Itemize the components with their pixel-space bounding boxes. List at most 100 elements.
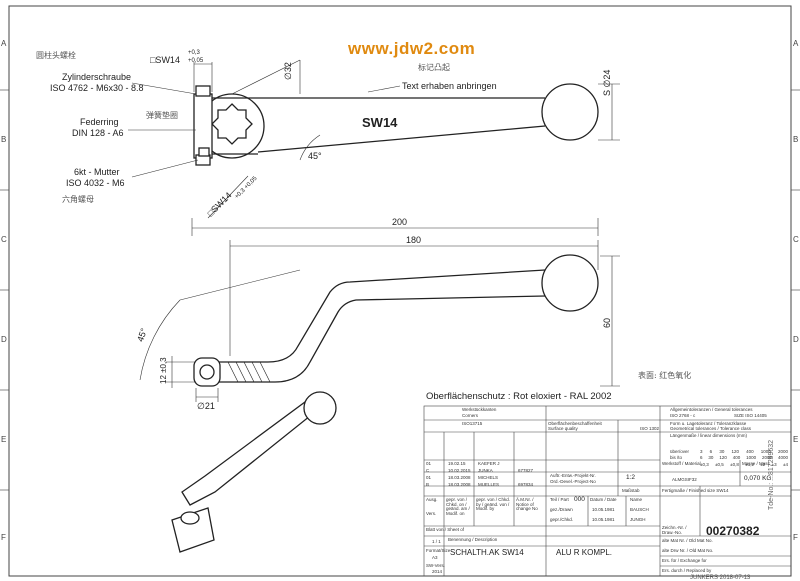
tb-over-val: 400 [746,449,754,454]
edge-letter-e: E [1,435,7,444]
tb-scale-label: Maßstab [622,488,640,493]
dim-dia32: ∅32 [283,62,293,80]
edge-letter-a-right: A [793,39,799,48]
tb-drawn: gez./Drawn [550,507,573,512]
tb-lin-dim: Längenmaße / linear dimensions (mm) [670,433,748,438]
tb-upto-val: 400 [732,455,741,460]
side-arm-bottom [200,295,546,383]
callout-sw-top-tol-up: +0,3 [188,50,200,56]
tb-iso2768: ISO 2768 - c [670,413,696,418]
tb-iso1302: ISO 1302 [640,426,660,431]
callout-sw-top: □SW14 [150,55,180,65]
tb-upto-val: 1000 [746,455,757,460]
tb-part-label: Teil / Part [550,497,569,502]
tb-sheet-label: Blatt von / Sheet of [426,527,465,532]
note-emboss: 标记凸起 [418,63,450,72]
tb-tol-val: ±0,3 [700,462,709,467]
tb-bottom-stamp: JUNKERS 2018-07-13 [690,575,751,581]
tb-workpiece-edges: Werkstückkanten [462,407,497,412]
tb-rev: C [426,468,430,473]
note-hex-nut: 六角螺母 [62,195,94,204]
tb-mass: 0,070 KG [744,475,772,482]
dim-dia21: ∅21 [197,401,215,411]
tb-format-label: Format/Size [426,548,451,553]
side-view [193,254,599,387]
tb-replace: Ers. für / Exchange for [662,558,707,563]
tb-designation: SCHALTH.AK SW14 [450,548,524,557]
note-spring-washer: 弹簧垫圈 [146,111,178,120]
top-arm-outline [257,97,546,153]
tb-designation-label: Benennung / Description [448,537,498,542]
tb-tol-val: ±0,5 [715,462,724,467]
dim-length180: 180 [406,235,422,245]
tb-checked: gepr./Chkd. [550,517,574,522]
tb-upto: bis /to [670,455,683,460]
callout-nut-spec: ISO 4032 - M6 [66,178,125,188]
tb-rev-no: 677827 [518,468,534,473]
edge-letter-c-right: C [793,235,799,244]
tb-rev-date: 10.02.2015 [448,468,471,473]
tb-drawn-name: BAUSCH [630,507,649,512]
edge-letter-f: F [1,533,6,542]
tb-material-label: Werkstoff / Material [662,461,701,466]
tb-date-label: Datum / Date [590,497,617,502]
callout-sw-top-tol-lo: +0,05 [188,58,204,64]
tb-finished: Fertigmaße / Finished size SW14 [662,488,729,493]
edge-letter-d-right: D [793,335,799,344]
callout-cylinder-screw-spec: ISO 4762 - M6x30 - 8.8 [50,83,144,93]
tb-geom-tol: Geometrical tolerances / Tolerance class [670,426,751,431]
tb-over-val: 30 [719,449,725,454]
tb-rev-name: KAEFER J [478,461,500,466]
tb-change-no: Ä.M.Nr. / Notice of change No [516,497,538,511]
side-arm-top [200,269,546,363]
tb-format: A3 [432,555,438,560]
dim-angle45-top: 45° [308,151,322,161]
tb-rev-name: MICHELS [478,475,499,480]
tb-sheet: 1 / 1 [432,539,441,544]
side-ball [541,254,599,312]
edge-letter-c: C [1,235,7,244]
tb-mass-label: Masse / Mass [742,461,770,466]
tb-upto-val: 120 [719,455,727,460]
note-surface: 表面: 红色氧化 [638,371,692,380]
tb-rev: 01 [426,475,432,480]
note-cylinder-bolt: 圆柱头螺栓 [36,51,76,60]
tb-name-label: Name [630,497,643,502]
tb-over-val: 3 [700,449,703,454]
tb-upto-val: 4000 [777,455,788,460]
tb-replaced: Ers. durch / Replaced by [662,568,712,573]
tb-over-val: 2000 [777,449,788,454]
callout-spring-ring-spec: DIN 128 - A6 [72,128,124,138]
tb-form-tol: Form u. Lagetoleranz / Toleranzklasse [670,421,747,426]
tb-sw-vers: 2014 [432,569,443,574]
tb-drawing-no-label: Zeichn.-Nr. / Draw.-No. [662,525,687,535]
surface-protection: Oberflächenschutz : Rot eloxiert - RAL 2… [426,391,612,402]
tb-iso13715: ISO13715 [462,421,483,426]
tb-part-no: 000 [574,496,585,503]
edge-letter-a: A [1,39,7,48]
callout-cylinder-screw: Zylinderschraube [62,72,132,82]
dim-length200: 200 [392,217,408,227]
tb-tol-val: ±2 [760,462,766,467]
tb-upto-val: 6 [700,455,703,460]
tb-tol-row: ±0,3±0,5±0,8±1,2±2±3±4 [700,462,788,467]
edge-letter-e-right: E [793,435,799,444]
tb-old-mat: alte Mat Nr. / Old Mat No. [662,538,713,543]
edge-letter-b-right: B [793,135,799,144]
tb-size-iso: SIZE ISO 14405 [734,413,767,418]
tb-tol-val: ±3 [771,462,777,467]
edge-letter-b: B [1,135,7,144]
dim-height12: 12 ±0,3 [159,357,168,384]
tb-tol-val: ±1,2 [745,462,754,467]
tb-over: über/over [670,449,690,454]
tb-drawing-no: 00270382 [706,524,760,538]
tb-drawn-date: 10.05.1981 [592,507,615,512]
isometric-view [171,391,337,553]
tb-rev-date: 18.03.2008 [448,482,471,487]
tb-rev-name: MUELLES [478,482,500,487]
tb-chkd-on: gepr. von / Chkd. on / geänd. am / Modif… [446,497,470,516]
tb-designation-2: ALU R KOMPL. [556,548,613,557]
